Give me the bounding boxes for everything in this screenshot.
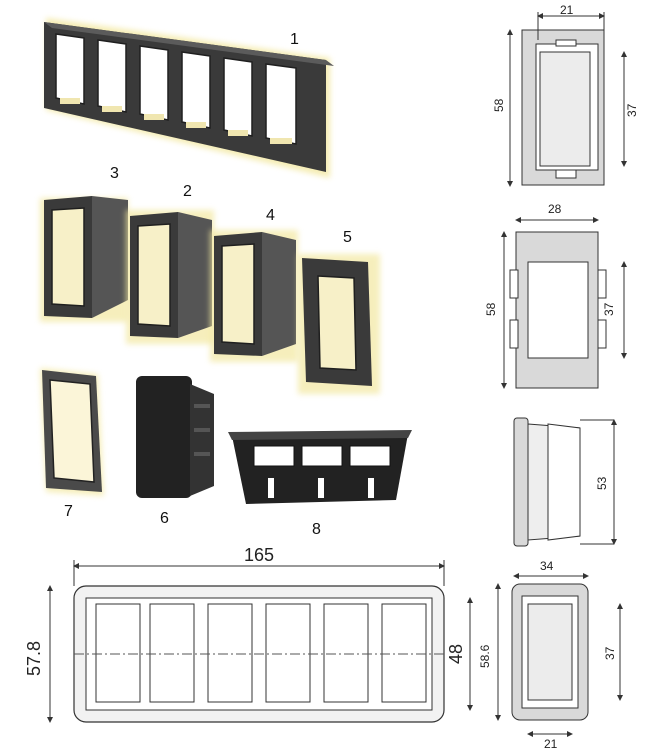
- six-way-panel: [44, 18, 334, 178]
- part-label-6: 6: [160, 510, 169, 527]
- part-label-2: 2: [183, 183, 192, 200]
- part-label-4: 4: [266, 207, 275, 224]
- dim-c-height: 53: [595, 476, 609, 490]
- part-label-7: 7: [64, 503, 73, 520]
- blank-plug: [136, 376, 214, 498]
- housing-4: [210, 230, 298, 362]
- dim-b-opening: 37: [602, 302, 616, 316]
- part-label-5: 5: [343, 229, 352, 246]
- dim-a-opening: 37: [625, 103, 639, 117]
- dim-e-width: 34: [540, 559, 554, 573]
- triple-housing: [228, 430, 412, 504]
- dim-a-width: 21: [560, 3, 574, 17]
- drawing-c: 53: [513, 417, 617, 547]
- part-label-3: 3: [110, 165, 119, 182]
- end-housing: [40, 196, 128, 322]
- middle-housing: [126, 210, 214, 344]
- dim-e-bottom-width: 21: [544, 737, 558, 751]
- drawing-d: 165 57.8 48: [24, 545, 473, 723]
- dim-e-height: 58.6: [478, 644, 492, 668]
- bezel-frame: [298, 254, 380, 394]
- part-label-1: 1: [290, 31, 299, 48]
- flat-bezel: [40, 368, 104, 496]
- dim-b-height: 58: [484, 302, 498, 316]
- dim-d-inner-height: 48: [446, 644, 466, 664]
- part-label-8: 8: [312, 521, 321, 538]
- dim-d-width: 165: [244, 545, 274, 565]
- dim-a-height: 58: [492, 98, 506, 112]
- dim-d-height: 57.8: [24, 641, 44, 676]
- dim-e-opening: 37: [603, 646, 617, 660]
- drawing-a: 21 58 37: [492, 3, 639, 187]
- drawing-e: 34 58.6 37 21: [478, 559, 623, 751]
- drawing-b: 28 58 37: [484, 202, 627, 389]
- dim-b-width: 28: [548, 202, 562, 216]
